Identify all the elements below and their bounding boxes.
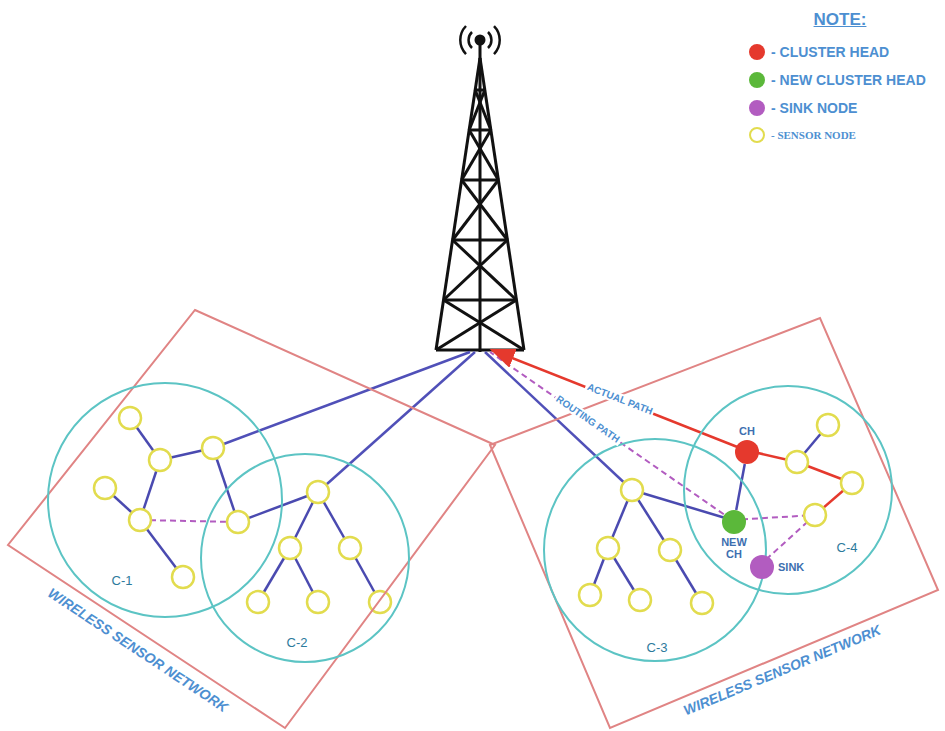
- region-label: WIRELESS SENSOR NETWORK: [45, 585, 231, 716]
- region-label: WIRELESS SENSOR NETWORK: [681, 622, 883, 719]
- cluster-label: C-1: [112, 573, 133, 588]
- legend-text: - NEW CLUSTER HEAD: [771, 72, 926, 88]
- region-outline: [485, 313, 940, 731]
- cluster-circle: C-1: [47, 382, 283, 618]
- legend-heading: NOTE:: [814, 10, 867, 30]
- legend-text: - CLUSTER HEAD: [771, 44, 889, 60]
- node-label: SINK: [778, 561, 804, 573]
- region-outline: [0, 305, 500, 730]
- tower: [436, 26, 524, 352]
- legend-text: - SINK NODE: [771, 100, 857, 116]
- cluster-label: C-3: [647, 640, 668, 655]
- cluster-circle: C-2: [200, 453, 410, 663]
- cluster-label: C-2: [287, 635, 308, 650]
- cluster-circle: C-4CHNEW CHSINK: [683, 385, 893, 595]
- head-node: CH: [735, 440, 759, 464]
- node-label: CH: [739, 425, 755, 437]
- link-line: [736, 464, 745, 510]
- legend-swatch: [749, 100, 765, 116]
- network-region: WIRELESS SENSOR NETWORKC-3C-4CHNEW CHSIN…: [485, 313, 940, 731]
- legend-swatch: [749, 72, 765, 88]
- head-node: SINK: [750, 555, 774, 579]
- network-region: WIRELESS SENSOR NETWORKC-1C-2: [0, 305, 500, 730]
- node-label: NEW CH: [718, 536, 750, 560]
- head-node: NEW CH: [722, 510, 746, 534]
- legend-sample: [749, 127, 765, 143]
- cluster-label: C-4: [837, 540, 858, 555]
- legend-text: - SENSOR NODE: [771, 129, 856, 141]
- legend-swatch: [749, 44, 765, 60]
